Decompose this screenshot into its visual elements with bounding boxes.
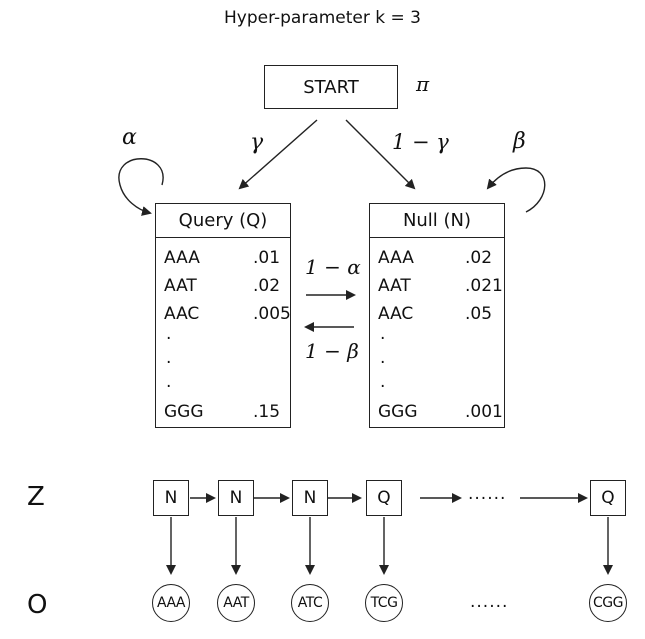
observed-node-5: CGG [589,584,627,622]
loop-null [486,167,546,213]
edge-start-query [238,119,318,190]
null-prob-3: .05 [465,304,493,324]
label-alpha: α [122,125,137,150]
hidden-node-3: N [292,480,328,516]
query-prob-last: .15 [253,402,281,422]
null-prob-last: .001 [465,402,503,422]
query-kmer-1: AAA [164,248,200,268]
label-one-minus-beta: 1 − β [305,339,359,363]
label-one-minus-alpha: 1 − α [305,255,361,279]
loop-query [118,158,164,216]
query-prob-2: .02 [253,276,281,296]
query-kmer-3: AAC [164,304,200,324]
query-ellipsis-dot: . [166,324,172,344]
hidden-node-1: N [153,480,189,516]
query-prob-1: .01 [253,248,281,268]
start-label: START [303,76,359,98]
null-kmer-2: AAT [378,276,411,296]
o-row-label: O [27,590,48,620]
null-ellipsis-dot: . [380,348,386,368]
query-ellipsis-dot: . [166,348,172,368]
start-state: START [264,65,398,109]
label-beta: β [513,129,526,154]
hidden-node-4: Q [366,480,402,516]
edge-start-null [345,119,416,190]
null-state-table: Null (N) AAA .02 AAT .021 AAC .05 . . . … [369,203,505,428]
hidden-ellipsis: ...... [468,484,507,504]
z-row-label: Z [27,482,45,512]
query-state-table: Query (Q) AAA .01 AAT .02 AAC .005 . . .… [155,203,291,428]
diagram-title: Hyper-parameter k = 3 [224,8,421,28]
null-prob-2: .021 [465,276,503,296]
null-kmer-3: AAC [378,304,414,324]
label-one-minus-gamma: 1 − γ [392,130,449,154]
observed-node-4: TCG [365,584,403,622]
null-state-header: Null (N) [370,204,504,238]
label-gamma: γ [250,130,264,155]
query-ellipsis-dot: . [166,372,172,392]
query-kmer-last: GGG [164,402,204,422]
observed-node-2: AAT [217,584,255,622]
hidden-node-5: Q [590,480,626,516]
null-ellipsis-dot: . [380,372,386,392]
pi-label: π [416,72,430,96]
null-kmer-1: AAA [378,248,414,268]
observed-node-1: AAA [152,584,190,622]
query-kmer-2: AAT [164,276,197,296]
hidden-node-2: N [218,480,254,516]
observed-ellipsis: ...... [470,592,509,612]
null-prob-1: .02 [465,248,493,268]
null-kmer-last: GGG [378,402,418,422]
query-state-header: Query (Q) [156,204,290,238]
observed-node-3: ATC [291,584,329,622]
query-prob-3: .005 [253,304,291,324]
null-ellipsis-dot: . [380,324,386,344]
